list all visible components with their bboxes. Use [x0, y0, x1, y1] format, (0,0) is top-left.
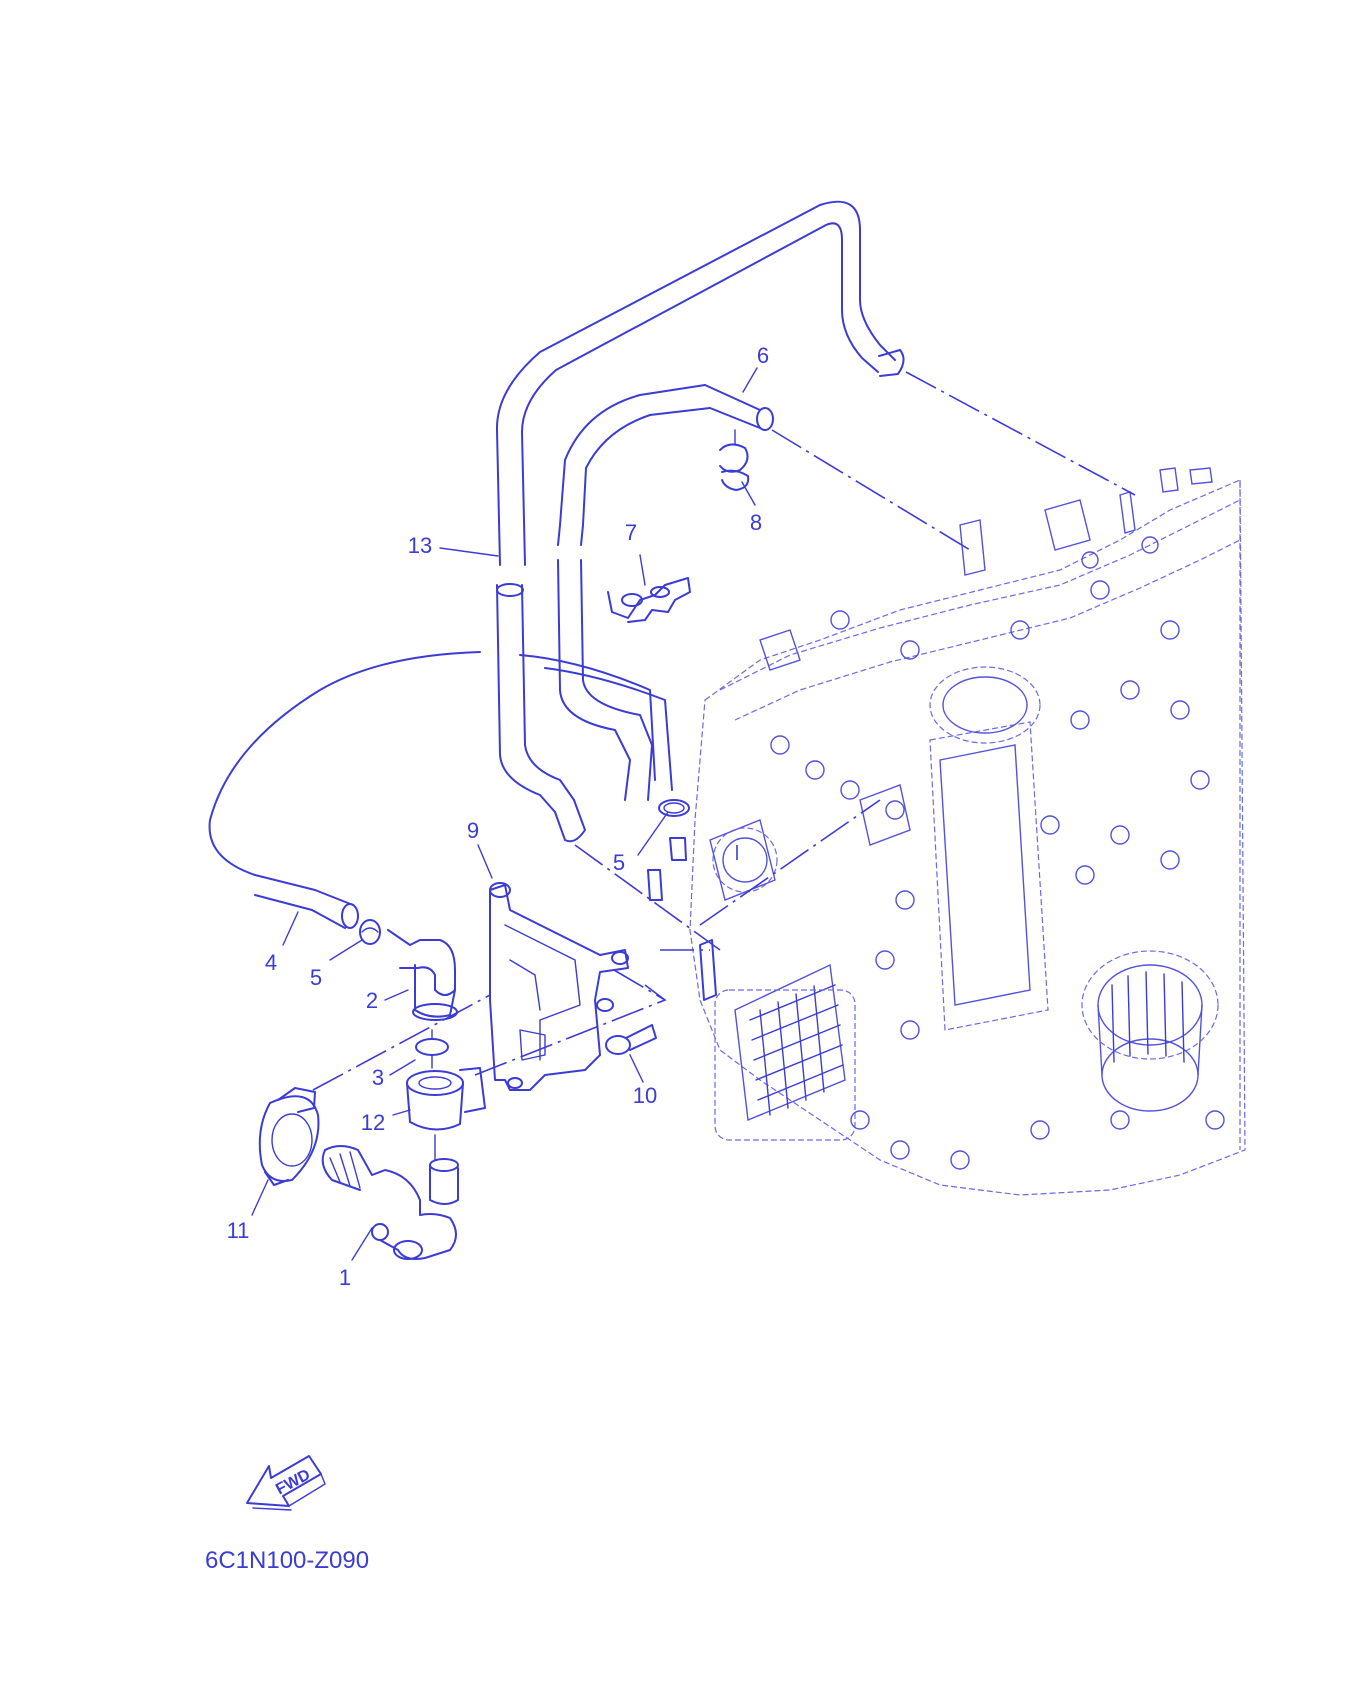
engine-top-fittings	[709, 467, 1213, 901]
fwd-label: FWD	[273, 1466, 313, 1498]
callout-3: 3	[372, 1065, 384, 1090]
callout-12: 12	[361, 1110, 385, 1135]
clamp-7	[607, 577, 691, 623]
engine-block	[689, 467, 1246, 1196]
callout-labels: 1 2 3 4 5 5 6 7 8 9 10 11 12 13	[227, 343, 770, 1290]
bracket-9	[489, 882, 629, 1091]
callout-2: 2	[366, 988, 378, 1013]
oil-filter	[1081, 950, 1219, 1112]
callout-5-lower: 5	[310, 965, 322, 990]
intake-grille	[714, 963, 856, 1141]
callout-10: 10	[633, 1083, 657, 1108]
hose-13	[495, 200, 905, 843]
clip-5-upper	[658, 799, 690, 817]
callout-13: 13	[408, 533, 432, 558]
callout-4: 4	[265, 950, 277, 975]
callout-5-upper: 5	[613, 850, 625, 875]
valve-body-12	[406, 1067, 486, 1161]
fittings-engine-side	[647, 837, 717, 1001]
fwd-arrow-icon: FWD	[246, 1455, 326, 1511]
callout-6: 6	[757, 343, 769, 368]
hose-6	[557, 384, 774, 801]
drawing-code: 6C1N100-Z090	[205, 1547, 369, 1574]
callout-9: 9	[467, 818, 479, 843]
clip-8	[719, 429, 750, 491]
callout-leaders	[251, 367, 758, 1261]
o-ring-3	[415, 1029, 449, 1069]
hose-4	[208, 651, 673, 929]
callout-8: 8	[750, 510, 762, 535]
callout-7: 7	[625, 520, 637, 545]
assembly-lines	[312, 371, 1136, 1091]
elbow-2	[387, 929, 458, 1021]
callout-11: 11	[227, 1218, 250, 1243]
clip-5-lower	[359, 919, 381, 945]
bolt-10	[605, 1024, 657, 1055]
callout-1: 1	[339, 1265, 351, 1290]
engine-bosses	[770, 536, 1225, 1170]
ring-11	[258, 1087, 320, 1186]
valve-1	[321, 1145, 459, 1260]
